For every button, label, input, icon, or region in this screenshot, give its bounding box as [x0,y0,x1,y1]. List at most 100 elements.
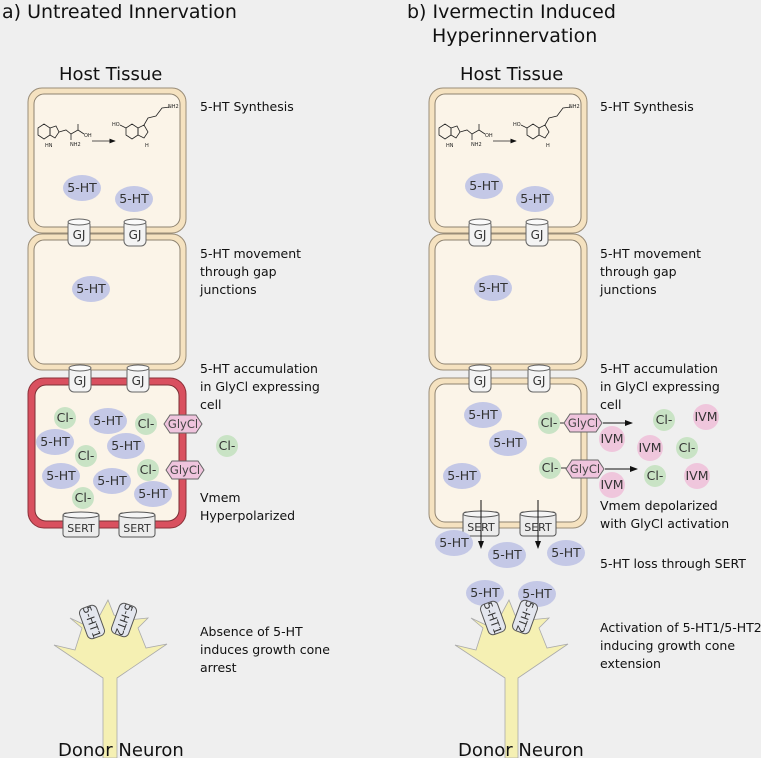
svg-text:5-HT: 5-HT [468,407,498,422]
caption-accumulation-line1: 5-HT accumulation [200,361,318,376]
serotonin-molecule: 5-HT [464,402,502,428]
chem-label-h: H [546,143,550,149]
gap-junction: GJ [468,218,492,247]
chloride-ion: Cl- [54,407,76,429]
panel-a: a) Untreated Innervation Host Tissue [2,1,330,758]
growth-cone-extending [454,599,569,758]
svg-text:5-HT: 5-HT [93,413,123,428]
svg-text:5-HT: 5-HT [522,586,552,601]
panel-a-title: a) Untreated Innervation [2,1,237,23]
svg-text:IVM: IVM [685,468,708,483]
svg-text:5-HT: 5-HT [492,547,522,562]
glycl-channel-activated: GlyCl [565,459,605,479]
caption-accumulation-line3: cell [600,397,622,412]
caption-growth-line1: Activation of 5-HT1/5-HT2 [600,620,761,635]
chem-label-hn: HN [45,143,53,149]
caption-synthesis: 5-HT Synthesis [600,99,694,114]
serotonin-molecule: 5-HT [42,463,80,489]
chloride-ion-extracellular: Cl- [216,435,238,457]
svg-text:GJ: GJ [531,228,544,242]
chem-label-hn: HN [446,143,454,149]
caption-accumulation-line2: in GlyCl expressing [600,379,720,394]
serotonin-lost: 5-HT [435,530,473,556]
svg-text:IVM: IVM [600,477,623,492]
serotonin-bound: 5-HT [466,580,504,606]
serotonin-lost: 5-HT [488,542,526,568]
svg-text:GlyCl: GlyCl [168,417,198,431]
svg-text:5-HT: 5-HT [76,281,106,296]
caption-growth-line2: inducing growth cone [600,638,735,653]
chem-label-nh2: NH2 [70,142,81,148]
serotonin-molecule: 5-HT [474,275,512,301]
caption-growth-line3: extension [600,656,661,671]
cell-transit [428,233,588,371]
caption-movement-line2: through gap [600,264,677,279]
svg-text:5-HT: 5-HT [520,191,550,206]
sert-transporter: SERT [62,511,100,538]
caption-growth-line3: arrest [200,660,237,675]
tryptophan-to-serotonin-structure [438,106,572,144]
svg-text:5-HT: 5-HT [46,468,76,483]
receptor-5ht2: 5-HT2 [511,599,539,635]
svg-text:Cl-: Cl- [140,462,157,477]
caption-vmem-line2: Hyperpolarized [200,508,295,523]
svg-text:SERT: SERT [67,522,95,535]
svg-text:5-HT: 5-HT [439,535,469,550]
panel-b-title-line2: Hyperinnervation [432,25,597,47]
chloride-ion: Cl- [538,412,560,434]
caption-accumulation-line3: cell [200,397,222,412]
chem-label-oh: OH [485,133,493,139]
svg-text:5-HT: 5-HT [97,473,127,488]
caption-accumulation-line1: 5-HT accumulation [600,361,718,376]
svg-text:GlyCl: GlyCl [570,462,600,476]
chloride-ion: Cl- [75,445,97,467]
receptor-5ht2: 5-HT2 [110,602,138,638]
tryptophan-to-serotonin-structure [37,106,171,144]
cell-synthesis [27,87,187,234]
panel-a-host-tissue-label: Host Tissue [59,64,162,85]
caption-vmem-line1: Vmem depolarized [600,498,718,513]
caption-sert-loss: 5-HT loss through SERT [600,556,746,571]
gap-junction: GJ [527,364,551,393]
svg-text:5-HT: 5-HT [478,280,508,295]
serotonin-molecule: 5-HT [465,173,503,199]
svg-text:5-HT: 5-HT [119,191,149,206]
svg-text:Cl-: Cl- [78,448,95,463]
serotonin-molecule: 5-HT [107,433,145,459]
cell-transit [27,233,187,371]
svg-text:Cl-: Cl- [219,438,236,453]
svg-text:GJ: GJ [132,374,145,388]
chem-label-h: H [145,143,149,149]
caption-synthesis: 5-HT Synthesis [200,99,294,114]
serotonin-molecule: 5-HT [63,175,101,201]
gap-junction: GJ [468,364,492,393]
serotonin-molecule: 5-HT [36,429,74,455]
svg-text:5-HT: 5-HT [67,180,97,195]
svg-text:5-HT: 5-HT [493,435,523,450]
serotonin-lost: 5-HT [547,540,585,566]
chloride-ion: Cl- [137,459,159,481]
svg-text:5-HT: 5-HT [469,178,499,193]
caption-movement-line3: junctions [199,282,257,297]
panel-b: b) Ivermectin Induced Hyperinnervation H… [407,1,761,758]
receptor-5ht1: 5-HT1 [479,600,507,636]
receptor-5ht1: 5-HT1 [78,604,106,640]
svg-text:GlyCl: GlyCl [568,416,598,430]
svg-text:GJ: GJ [74,374,87,388]
chloride-ion: Cl- [135,413,157,435]
chloride-ion: Cl- [72,487,94,509]
gap-junction: GJ [67,218,91,247]
sert-transporter: SERT [118,511,156,538]
chem-label-nh2-serotonin: NH2 [168,104,179,110]
serotonin-molecule: 5-HT [72,276,110,302]
gap-junction: GJ [68,364,92,393]
serotonin-molecule: 5-HT [489,430,527,456]
growth-cone-arrested [53,599,168,758]
cell-synthesis [428,87,588,234]
chem-label-ho: HO [112,122,120,128]
serotonin-molecule: 5-HT [115,186,153,212]
chloride-ion-extracellular: Cl- [676,437,698,459]
chem-label-nh2: NH2 [471,142,482,148]
caption-growth-line1: Absence of 5-HT [200,624,303,639]
